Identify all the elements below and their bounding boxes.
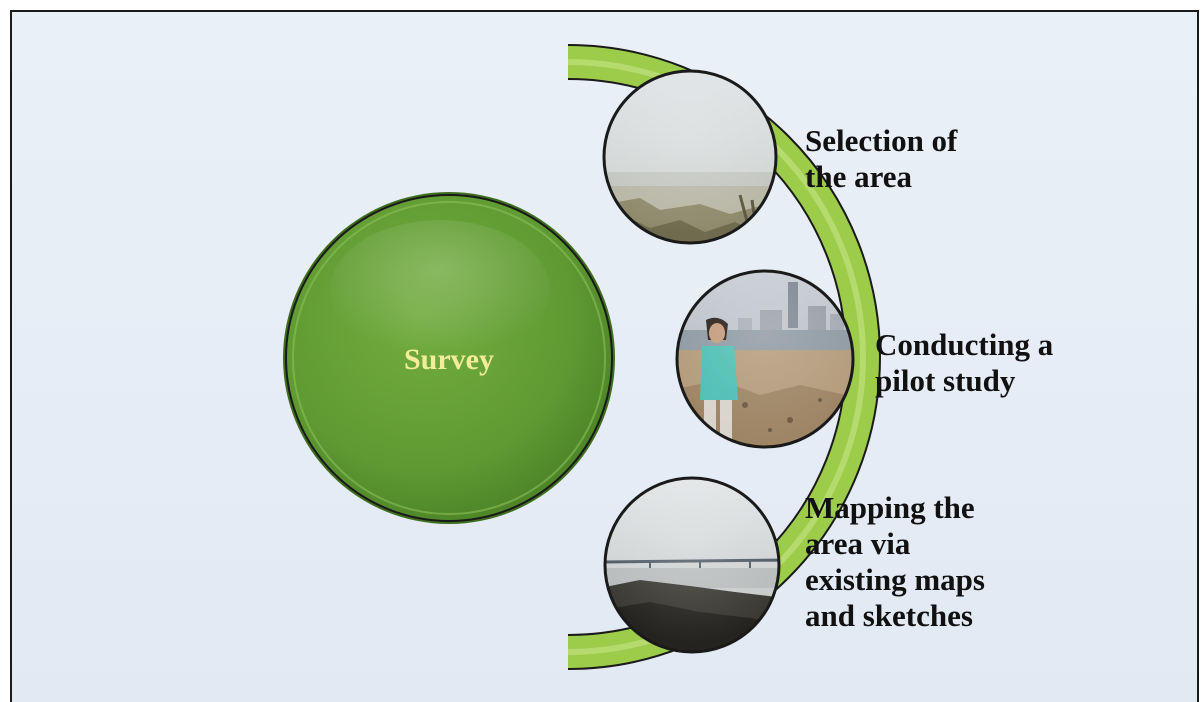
survey-label: Survey xyxy=(404,343,494,376)
survey-circle: Survey xyxy=(283,192,615,524)
step-label-pilot-study: Conducting a pilot study xyxy=(875,327,1054,398)
hazy-shoreline-photo xyxy=(602,69,778,245)
sea-bridge-photo xyxy=(603,476,781,654)
step-label-selection-of-area: Selection of the area xyxy=(805,123,958,194)
step-label-mapping-area: Mapping the area via existing maps and s… xyxy=(805,490,985,633)
person-on-beach-photo xyxy=(675,269,855,449)
